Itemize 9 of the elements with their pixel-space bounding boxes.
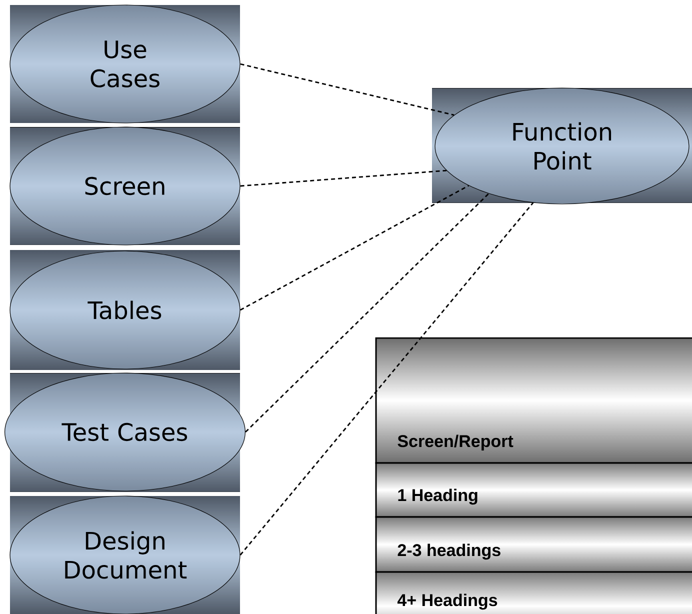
connector-line [240,63,454,116]
connector-line [240,170,447,187]
table-cell: 4+ Headings [375,571,692,614]
table-cell: Screen/Report [375,337,692,464]
table-cell: 2-3 headings [375,516,692,573]
table-cell: 1 Heading [375,462,692,518]
connector-line [245,193,490,432]
connector-line [240,185,469,311]
connector-line [240,202,534,556]
